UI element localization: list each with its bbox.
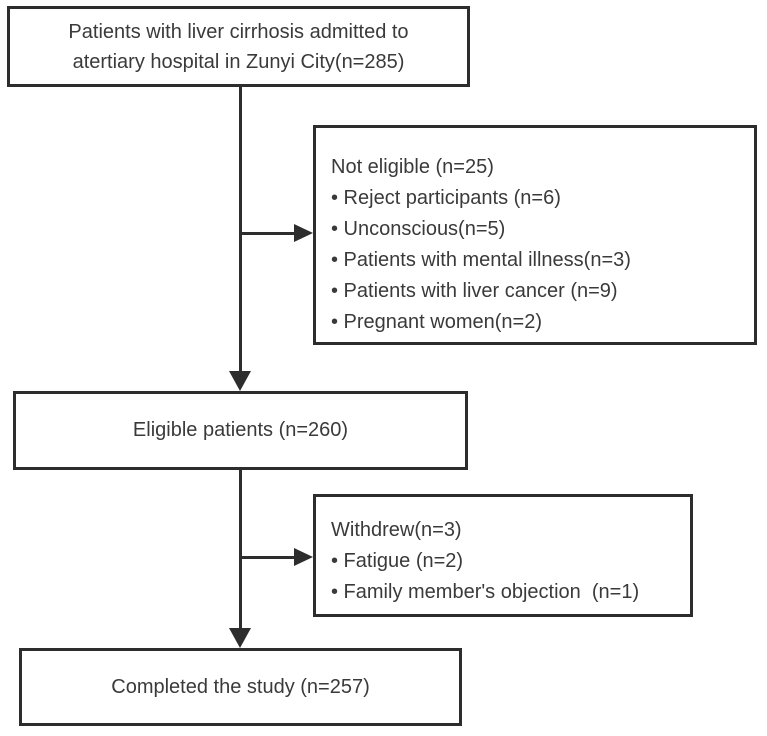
- list-item: • Family member's objection (n=1): [331, 581, 640, 603]
- completed-label: Completed the study (n=257): [111, 675, 370, 698]
- connector-branch-1: [241, 232, 296, 235]
- right-arrowhead-icon: [294, 548, 313, 566]
- box-eligible-patients: Eligible patients (n=260): [13, 391, 468, 470]
- down-arrowhead-icon: [229, 371, 251, 391]
- box-withdrew: Withdrew(n=3) • Fatigue (n=2) • Family m…: [313, 494, 693, 617]
- box-not-eligible: Not eligible (n=25) • Reject participant…: [313, 125, 757, 345]
- list-item: • Pregnant women(n=2): [331, 311, 543, 333]
- withdrew-list: • Fatigue (n=2) • Family member's object…: [331, 546, 682, 608]
- box-admitted-patients: Patients with liver cirrhosis admitted t…: [7, 6, 470, 87]
- list-item: • Reject participants (n=6): [331, 187, 561, 209]
- box-completed-study: Completed the study (n=257): [19, 648, 462, 726]
- admitted-line-1: Patients with liver cirrhosis admitted t…: [68, 20, 409, 43]
- eligible-label: Eligible patients (n=260): [132, 419, 349, 441]
- connector-vertical-1: [239, 87, 242, 373]
- list-item: • Patients with liver cancer (n=9): [331, 280, 618, 302]
- list-item: • Unconscious(n=5): [331, 218, 506, 240]
- admitted-line-2: atertiary hospital in Zunyi City(n=285): [72, 50, 405, 73]
- connector-branch-2: [241, 556, 296, 559]
- not-eligible-list: • Reject participants (n=6) • Unconsciou…: [331, 183, 746, 338]
- down-arrowhead-icon: [229, 628, 251, 648]
- list-item: • Fatigue (n=2): [331, 550, 464, 572]
- right-arrowhead-icon: [294, 224, 313, 242]
- list-item: • Patients with mental illness(n=3): [331, 249, 631, 271]
- not-eligible-title: Not eligible (n=25): [331, 156, 494, 178]
- withdrew-title: Withdrew(n=3): [331, 519, 462, 541]
- connector-vertical-2: [239, 470, 242, 630]
